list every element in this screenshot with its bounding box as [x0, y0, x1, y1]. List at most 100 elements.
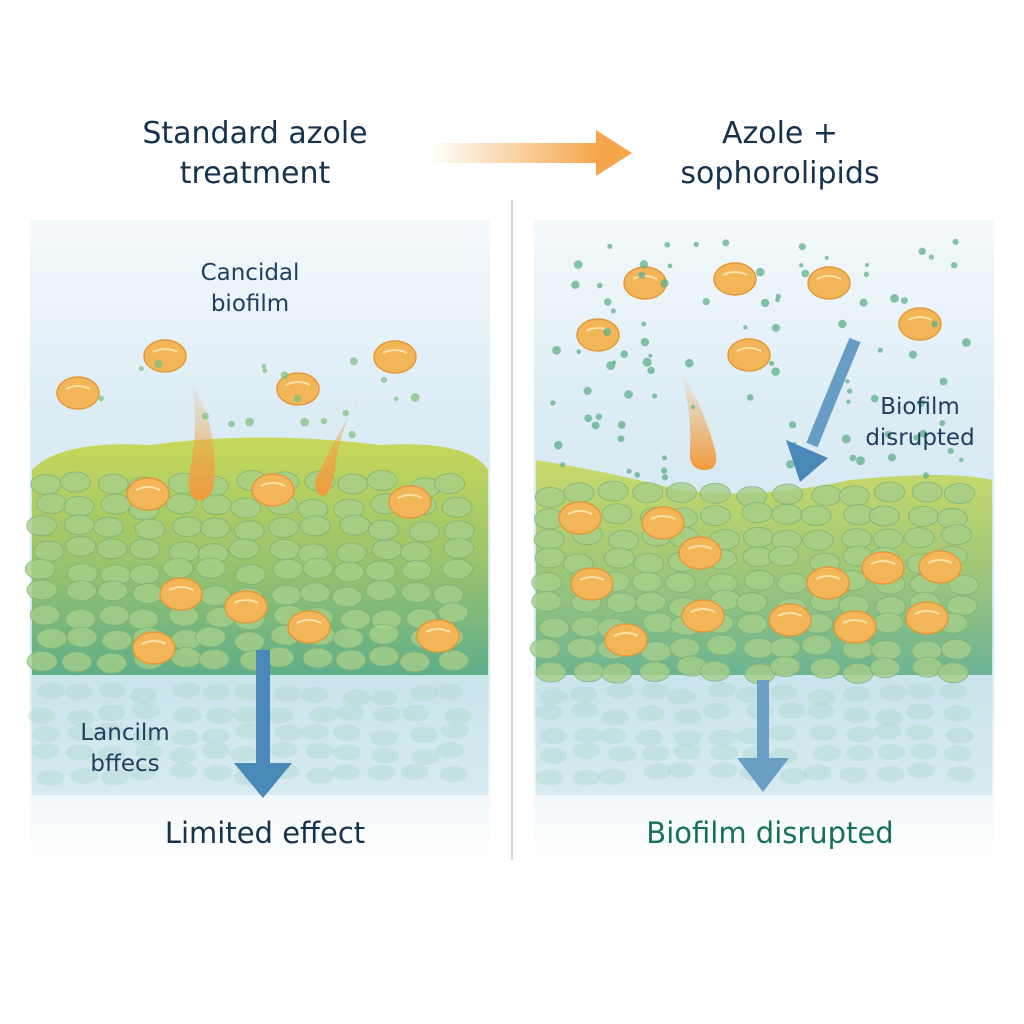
substrate-cell	[539, 728, 568, 745]
biofilm-cell	[399, 651, 431, 673]
biofilm-cell	[30, 473, 62, 495]
biofilm-cell	[529, 638, 561, 660]
biofilm-cell	[742, 526, 774, 548]
biofilm-cell	[743, 637, 775, 659]
substrate-cell	[201, 742, 230, 759]
substrate-cell	[641, 745, 670, 762]
sophorolipid-dot	[560, 462, 566, 468]
drug-particle	[713, 262, 757, 296]
substrate-cell	[300, 687, 329, 704]
substrate-cell	[367, 764, 396, 781]
left-down-arrow	[234, 650, 292, 798]
substrate-cell	[202, 684, 231, 701]
substrate-cell	[879, 684, 908, 701]
substrate-cell	[128, 764, 157, 781]
substrate-cell	[169, 747, 198, 764]
sophorolipid-dot	[771, 323, 780, 332]
biofilm-cell	[635, 591, 667, 613]
drug-particle	[918, 550, 962, 584]
biofilm-cell	[331, 586, 363, 608]
substrate-cell	[65, 744, 94, 761]
sophorolipid-dot	[841, 434, 851, 444]
substrate-cell	[768, 724, 797, 741]
substrate-cell	[95, 723, 124, 740]
biofilm-cell	[802, 529, 834, 551]
biofilm-cell	[566, 637, 598, 659]
substrate-cell	[435, 683, 464, 700]
substrate-cell	[807, 702, 836, 719]
particle-highlight	[687, 545, 713, 550]
biofilm-cell	[371, 539, 403, 561]
substrate-cell	[401, 705, 430, 722]
biofilm-cell	[777, 572, 809, 594]
sophorolipid-dot	[626, 468, 632, 474]
drug-particle	[768, 603, 812, 637]
sophorolipid-dot	[846, 399, 851, 404]
biofilm-cell	[162, 557, 194, 579]
particle-highlight	[613, 632, 639, 637]
biofilm-cell	[872, 612, 904, 634]
substrate-cell	[571, 702, 600, 719]
sophorolipid-dot	[620, 350, 629, 358]
biofilm-cell	[642, 612, 674, 634]
biofilm-cell	[699, 482, 731, 504]
sophorolipid-dot	[798, 243, 806, 251]
substrate-cell	[845, 745, 874, 762]
biofilm-cell	[441, 496, 473, 518]
label-line: bffecs	[90, 751, 160, 777]
title-line: Standard azole	[142, 116, 368, 151]
substrate-cell	[67, 725, 96, 742]
biofilm-cell	[66, 626, 98, 648]
biofilm-cell	[771, 503, 803, 525]
substrate-cell	[907, 682, 936, 699]
right-panel-title: Azole + sophorolipids	[630, 114, 930, 194]
particle-highlight	[815, 575, 841, 580]
particle-highlight	[382, 349, 408, 354]
sophorolipid-dot	[856, 456, 865, 466]
biofilm-cell	[35, 493, 67, 515]
sophorolipid-dot	[775, 297, 780, 303]
substrate-cell	[539, 747, 568, 764]
substrate-cell	[342, 689, 371, 706]
biofilm-cell	[96, 538, 128, 560]
sophorolipid-dot	[661, 467, 668, 474]
substrate-cell	[808, 724, 837, 741]
substrate-cell	[265, 707, 294, 724]
biofilm-cell	[872, 528, 904, 550]
biofilm-cell	[535, 661, 567, 683]
label-line: disrupted	[865, 425, 975, 451]
sophorolipid-dot	[647, 366, 655, 375]
substrate-cell	[947, 765, 976, 782]
sophorolipid-dot	[838, 319, 847, 329]
biofilm-cell	[943, 482, 975, 504]
biofilm-cell	[531, 572, 563, 594]
substrate-cell	[300, 723, 329, 740]
substrate-cell	[409, 685, 438, 702]
sophorolipid-dot	[648, 353, 653, 358]
biofilm-cell	[664, 572, 696, 594]
sophorolipid-dot	[849, 454, 857, 462]
substrate-cell	[906, 703, 935, 720]
biofilm-cell	[29, 604, 61, 626]
substrate-cell	[909, 743, 938, 760]
substrate-cell	[535, 769, 564, 786]
biofilm-cell	[597, 480, 629, 502]
substrate-cell	[409, 726, 438, 743]
substrate-cell	[842, 686, 871, 703]
substrate-cell	[230, 745, 259, 762]
sophorolipid-dot	[604, 298, 612, 306]
sophorolipid-dot	[801, 269, 810, 278]
biofilm-cell	[33, 540, 65, 562]
sophorolipid-dot	[603, 328, 612, 336]
biofilm-cell	[606, 592, 638, 614]
biofilm-cell	[98, 604, 130, 626]
substrate-cell	[370, 729, 399, 746]
biofilm-cell	[64, 608, 96, 630]
substrate-cell	[943, 745, 972, 762]
substrate-cell	[96, 746, 125, 763]
sophorolipid-dot	[571, 280, 580, 289]
substrate-cell	[839, 766, 868, 783]
biofilm-cell	[299, 582, 331, 604]
biofilm-cell	[24, 558, 56, 580]
